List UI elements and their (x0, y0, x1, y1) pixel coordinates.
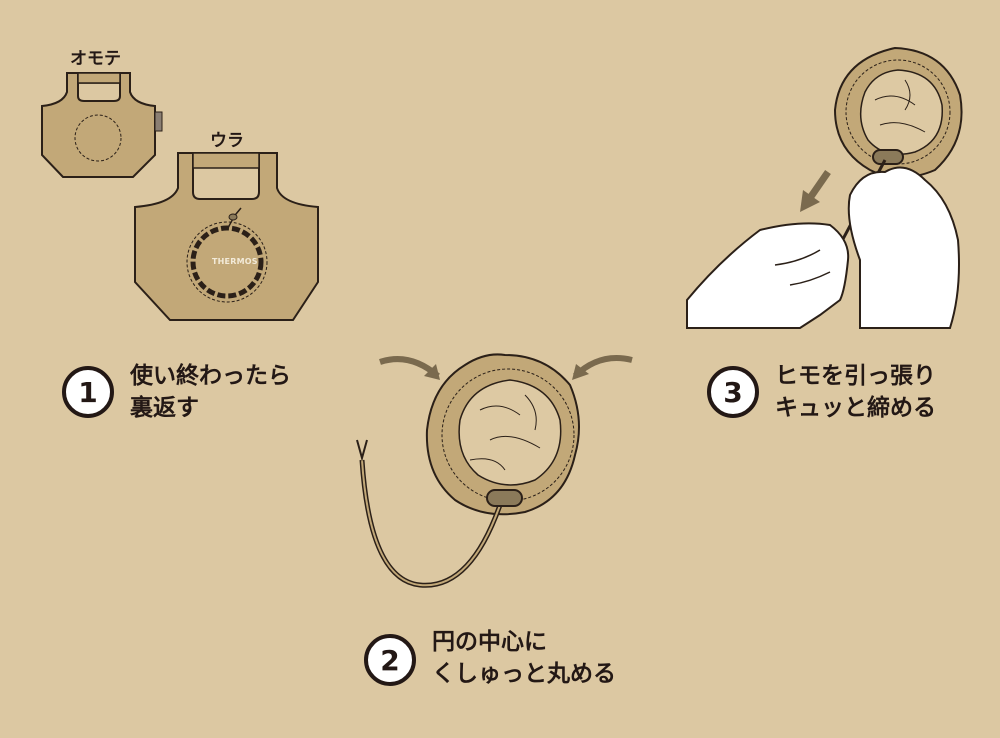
step-2-text: 円の中心に くしゅっと丸める (432, 626, 616, 690)
bag-back-illustration (134, 152, 319, 321)
step-3-line-2: キュッと締める (775, 395, 936, 421)
step-1-number: 1 (62, 366, 114, 418)
step-1-text: 使い終わったら 裏返す (130, 360, 291, 424)
back-label: ウラ (210, 131, 244, 151)
step3-illustration (686, 46, 963, 329)
step-1-line-1: 使い終わったら (130, 363, 291, 389)
step-1-line-2: 裏返す (130, 395, 199, 421)
step-3-line-1: ヒモを引っ張り (775, 363, 936, 389)
step-3-text: ヒモを引っ張り キュッと締める (775, 360, 936, 424)
step-2-line-1: 円の中心に (432, 629, 547, 655)
bag-front-illustration (41, 72, 163, 178)
step2-illustration (356, 353, 633, 588)
step-2-number: 2 (364, 634, 416, 686)
step-3-number: 3 (707, 366, 759, 418)
step-2-line-2: くしゅっと丸める (432, 661, 616, 687)
brand-logo: THERMOS (212, 257, 258, 266)
front-label: オモテ (70, 49, 121, 69)
